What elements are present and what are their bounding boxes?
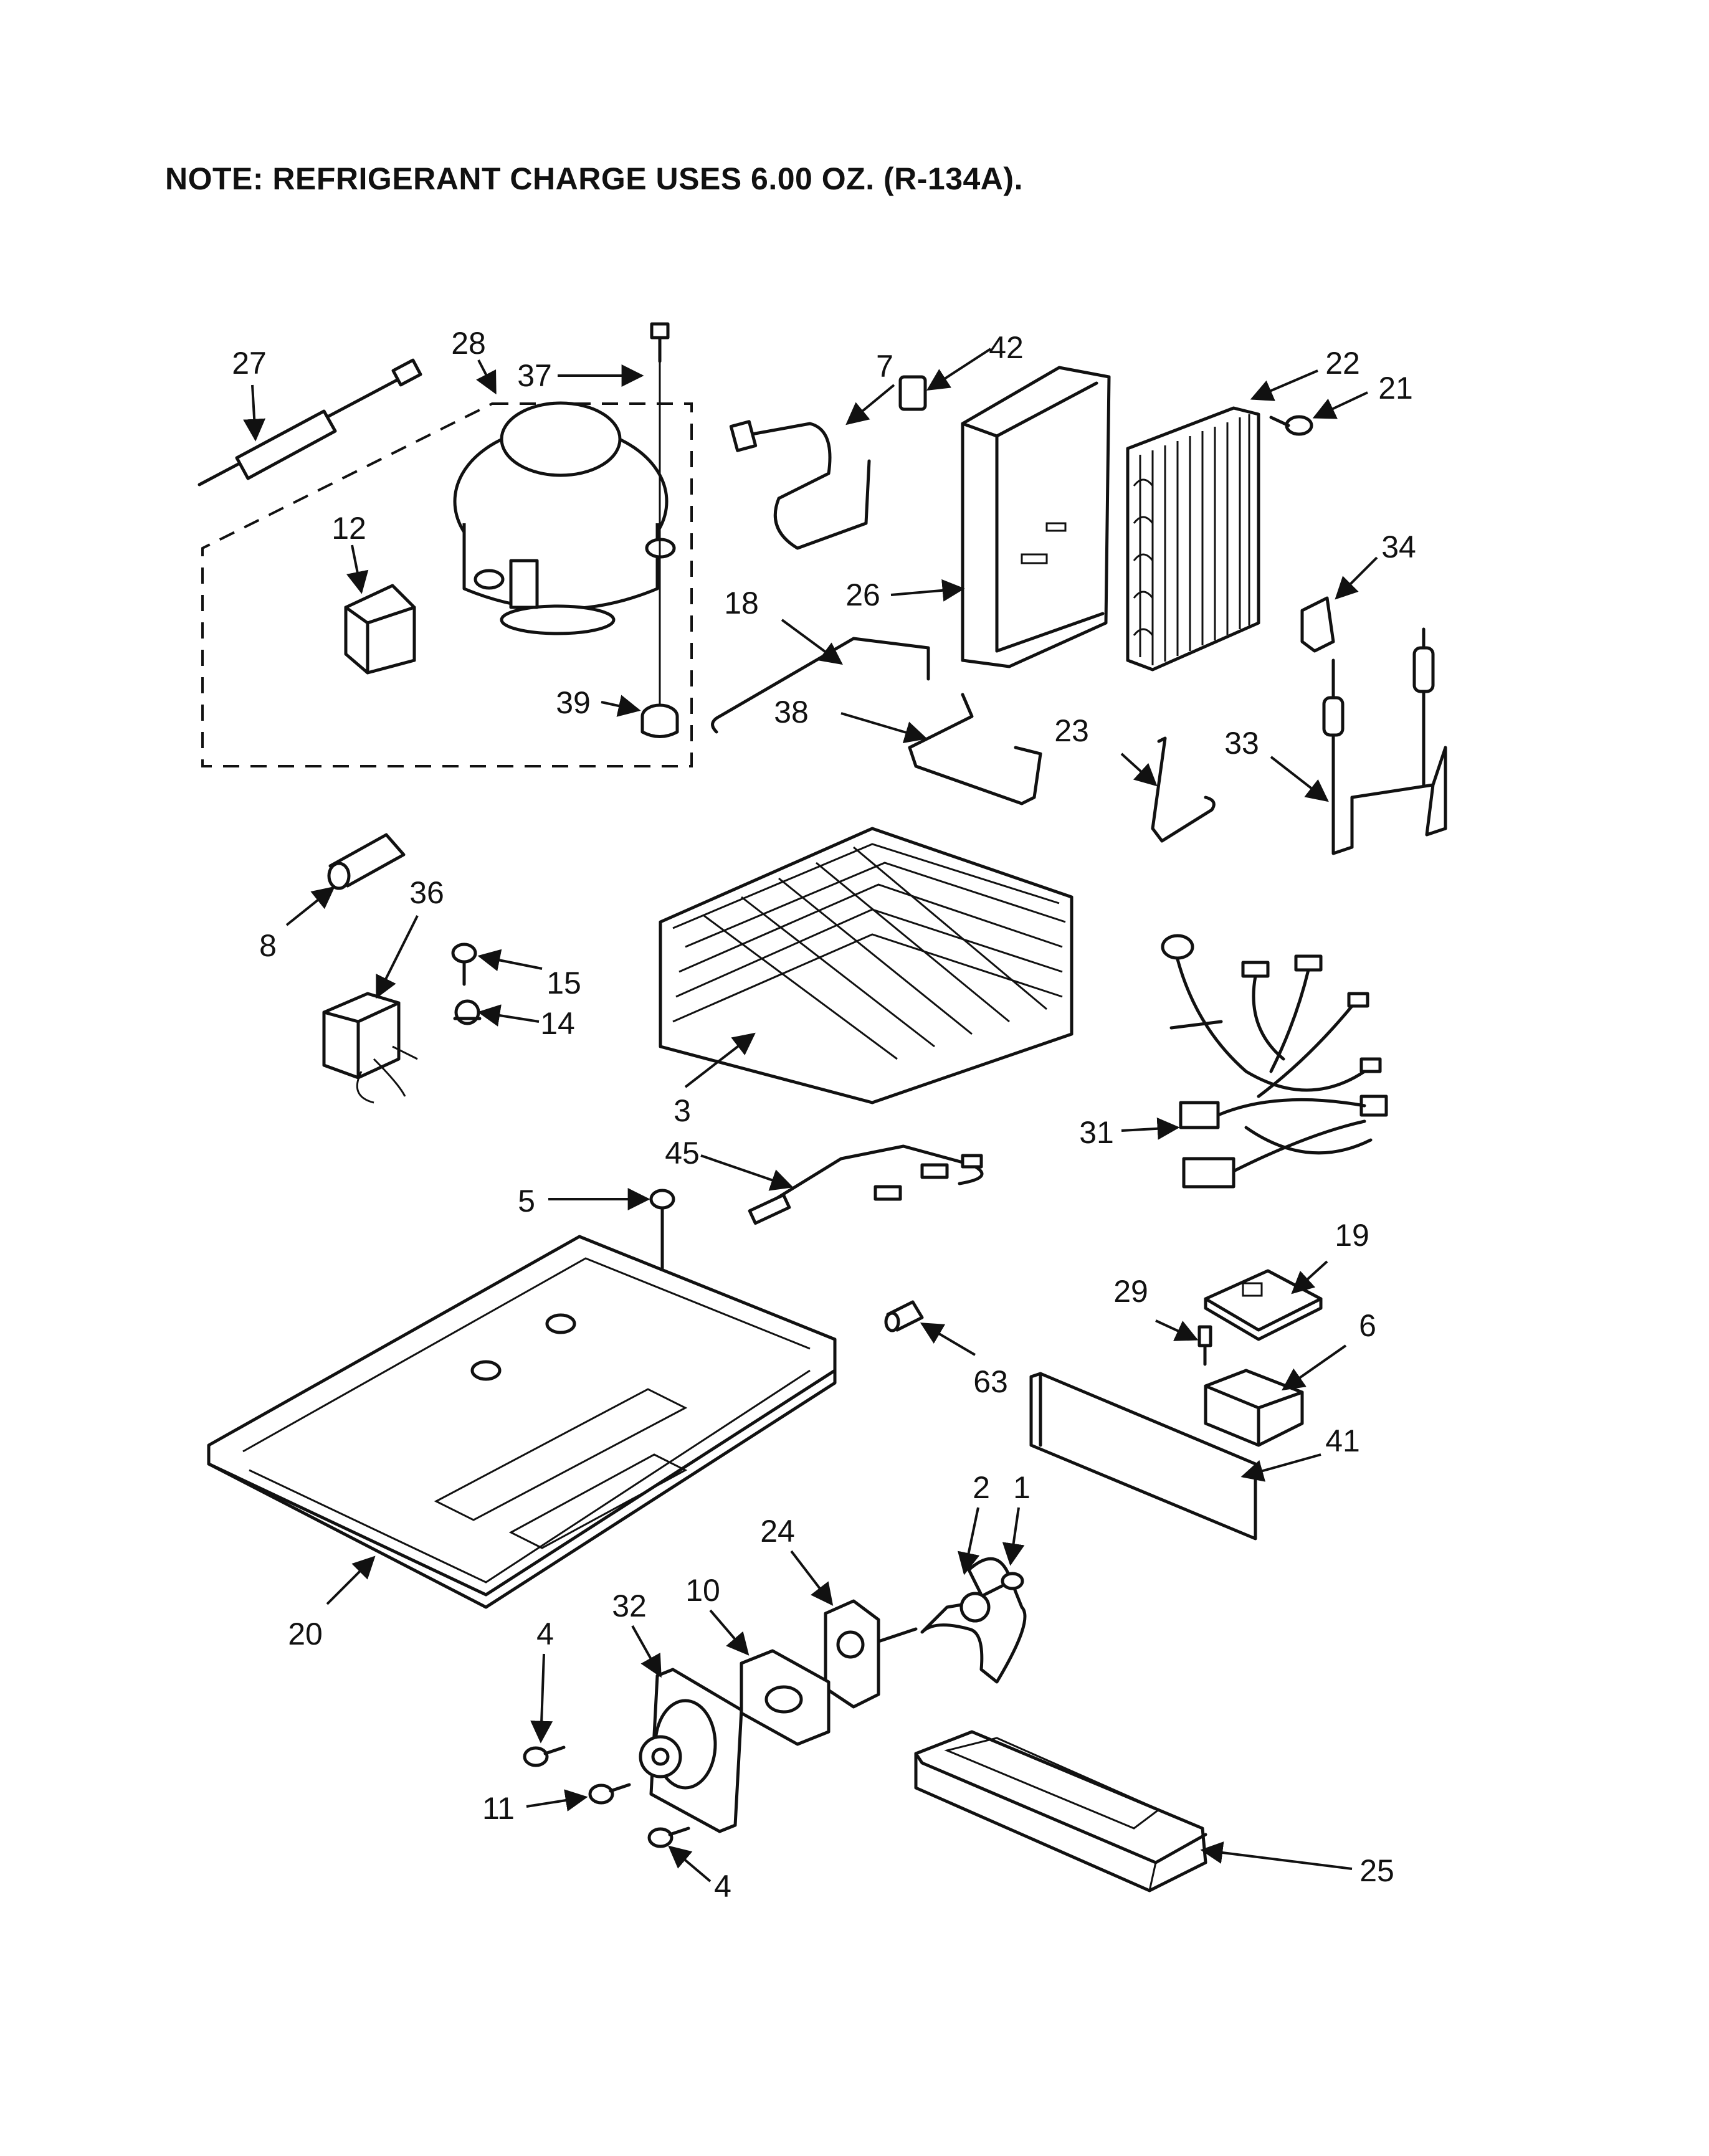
callout-4-upper: 4 bbox=[536, 1617, 554, 1651]
callout-29: 29 bbox=[1113, 1274, 1148, 1309]
part-3-condenser bbox=[659, 827, 1073, 1104]
callout-14: 14 bbox=[540, 1006, 575, 1041]
callout-42: 42 bbox=[989, 330, 1024, 365]
callout-10: 10 bbox=[685, 1573, 720, 1608]
callout-2: 2 bbox=[973, 1470, 990, 1505]
part-5-screw bbox=[649, 1189, 675, 1279]
part-33-tube-assembly bbox=[1322, 627, 1447, 855]
callout-20: 20 bbox=[288, 1617, 323, 1651]
part-26-housing bbox=[961, 366, 1111, 668]
part-22-evaporator-coil bbox=[1126, 406, 1260, 672]
callout-15: 15 bbox=[546, 966, 581, 1000]
part-14-clip bbox=[453, 999, 482, 1025]
part-42-clip bbox=[898, 375, 927, 411]
callout-5: 5 bbox=[518, 1184, 535, 1218]
part-20-base bbox=[207, 1235, 837, 1609]
part-28-compressor bbox=[453, 401, 676, 635]
callout-22: 22 bbox=[1325, 346, 1360, 381]
callout-32: 32 bbox=[612, 1589, 647, 1623]
part-21-screw bbox=[1269, 415, 1313, 436]
part-37-screw bbox=[650, 322, 670, 363]
part-45-harness bbox=[748, 1144, 984, 1225]
callout-27: 27 bbox=[232, 346, 267, 381]
part-18-wire bbox=[711, 637, 930, 734]
part-29-thermistor bbox=[1197, 1325, 1212, 1366]
callout-26: 26 bbox=[845, 577, 880, 612]
callout-6: 6 bbox=[1359, 1308, 1376, 1343]
part-31-wire-harness bbox=[1161, 934, 1388, 1189]
part-23-wire bbox=[1151, 736, 1216, 843]
part-39-grommet bbox=[640, 703, 679, 738]
callout-1: 1 bbox=[1013, 1470, 1031, 1505]
callout-28: 28 bbox=[451, 326, 486, 361]
part-36-transformer bbox=[322, 992, 418, 1104]
callout-34: 34 bbox=[1381, 530, 1416, 564]
callout-4-lower: 4 bbox=[714, 1869, 731, 1904]
callout-arrows bbox=[243, 348, 1378, 1883]
part-19-control-board bbox=[1204, 1269, 1323, 1341]
part-32-shroud bbox=[639, 1668, 743, 1833]
callout-37: 37 bbox=[517, 358, 552, 393]
part-2-fan-blade bbox=[920, 1557, 1027, 1684]
part-24-motor bbox=[824, 1599, 918, 1709]
callout-41: 41 bbox=[1325, 1423, 1360, 1458]
callout-23: 23 bbox=[1054, 713, 1089, 748]
part-12-relay bbox=[344, 584, 416, 675]
callout-3: 3 bbox=[674, 1093, 691, 1128]
part-11-screw bbox=[588, 1783, 631, 1805]
callout-7: 7 bbox=[876, 349, 893, 384]
callout-8: 8 bbox=[259, 928, 277, 963]
part-63-cap bbox=[884, 1300, 924, 1332]
part-1-screw bbox=[983, 1572, 1024, 1597]
callout-38: 38 bbox=[774, 695, 809, 729]
callout-12: 12 bbox=[331, 511, 366, 546]
part-41-strip bbox=[1029, 1372, 1257, 1541]
callout-25: 25 bbox=[1359, 1853, 1394, 1888]
callout-33: 33 bbox=[1224, 726, 1259, 761]
compressor-group-outline bbox=[201, 402, 693, 767]
part-25-drain-pan bbox=[914, 1730, 1207, 1892]
part-27-drier bbox=[198, 358, 422, 487]
callout-31: 31 bbox=[1079, 1115, 1114, 1150]
callout-21: 21 bbox=[1378, 371, 1413, 406]
part-10-gasket bbox=[740, 1649, 831, 1746]
part-38-tube bbox=[908, 693, 1042, 805]
callout-45: 45 bbox=[665, 1136, 700, 1171]
part-34-clip bbox=[1300, 596, 1335, 653]
part-8-sleeve bbox=[327, 833, 406, 890]
part-4-screw-lower bbox=[647, 1826, 690, 1848]
callout-19: 19 bbox=[1335, 1218, 1369, 1253]
part-7-tube bbox=[729, 420, 871, 550]
refrigerant-note: NOTE: REFRIGERANT CHARGE USES 6.00 OZ. (… bbox=[165, 161, 1023, 196]
part-4-screw-upper bbox=[523, 1745, 566, 1767]
callout-36: 36 bbox=[409, 875, 444, 910]
callout-24: 24 bbox=[760, 1514, 795, 1549]
callout-labels: 27 28 37 7 42 22 21 12 34 18 26 39 38 23… bbox=[232, 326, 1416, 1904]
callout-39: 39 bbox=[556, 685, 591, 720]
callout-18: 18 bbox=[724, 586, 759, 620]
callout-63: 63 bbox=[973, 1364, 1008, 1399]
callout-11: 11 bbox=[482, 1791, 515, 1826]
part-6-cover bbox=[1204, 1369, 1304, 1447]
part-15-screw bbox=[451, 943, 477, 986]
